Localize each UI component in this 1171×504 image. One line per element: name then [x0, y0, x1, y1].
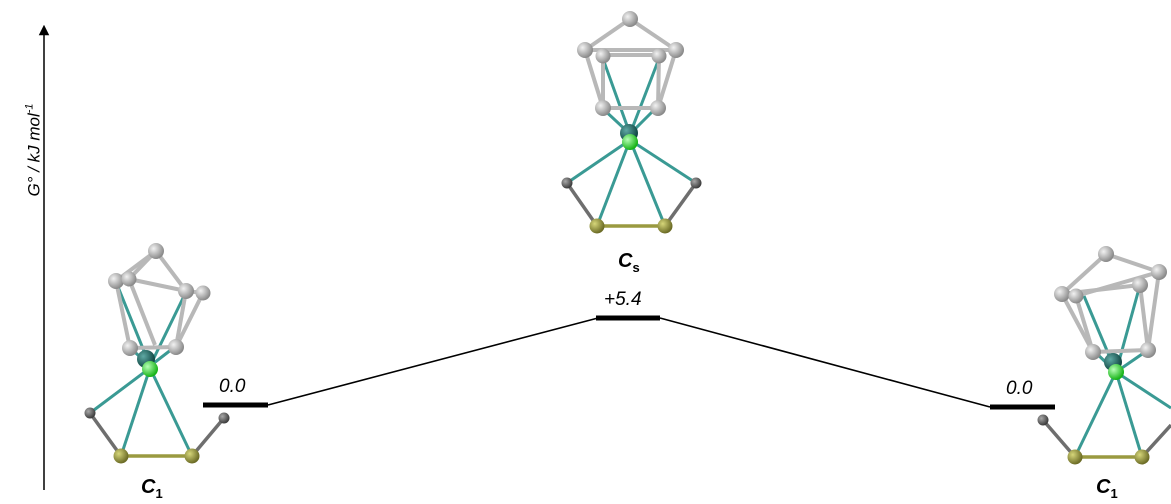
symmetry-label-left: C1: [141, 476, 163, 501]
y-axis-label: G° / kJ mol-1: [24, 103, 45, 196]
symmetry-label-right-main: C: [1096, 476, 1110, 498]
molecule-middle: [562, 11, 702, 234]
path-line-right: [660, 318, 990, 407]
symmetry-label-right: C1: [1096, 476, 1118, 501]
symmetry-label-middle-main: C: [618, 250, 632, 272]
symmetry-label-middle: Cs: [618, 250, 640, 275]
energy-label-left: 0.0: [219, 376, 245, 398]
molecule-left: [85, 243, 230, 464]
molecule-right: [1038, 246, 1171, 465]
symmetry-label-middle-sub: s: [632, 260, 639, 275]
energy-label-right: 0.0: [1006, 378, 1032, 400]
path-line-left: [268, 318, 598, 405]
symmetry-label-left-main: C: [141, 476, 155, 498]
y-axis-label-text: G° / kJ mol: [24, 113, 43, 196]
y-axis-label-exponent: -1: [24, 103, 36, 113]
energy-label-middle: +5.4: [604, 289, 642, 311]
